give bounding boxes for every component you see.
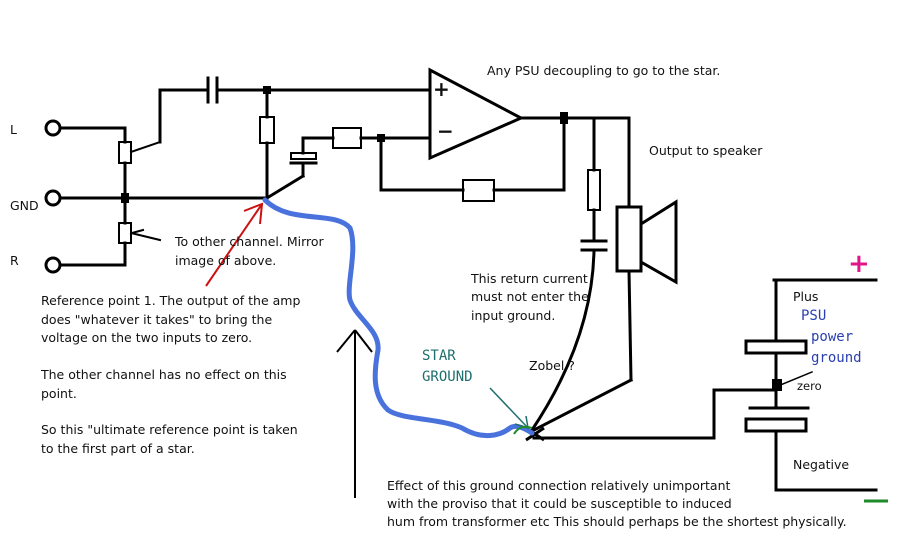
psu-decoupling-note: Any PSU decoupling to go to the star. [487, 63, 721, 78]
return-current-line: input ground. [471, 308, 556, 323]
feedback-resistor [462, 179, 495, 202]
terminal-r-jack [44, 256, 62, 274]
reference-line: point. [41, 386, 77, 401]
zobel-label: Zobel ? [529, 358, 575, 373]
star-ground-label-2: GROUND [422, 369, 473, 385]
terminal-r-label: R [10, 253, 19, 268]
negative-label: Negative [793, 457, 850, 472]
speaker-cone [639, 199, 678, 285]
plus-label: Plus [793, 289, 819, 304]
return-current-line: must not enter the [471, 289, 589, 304]
trim-resistor-r [118, 222, 132, 244]
plus-symbol: + [848, 249, 870, 279]
reference-line: Reference point 1. The output of the amp [41, 293, 301, 308]
other-channel-note-2: image of above. [175, 253, 277, 268]
effect-line: Effect of this ground connection relativ… [387, 478, 731, 493]
other-channel-note-1: To other channel. Mirror [175, 234, 324, 249]
power-label: power [811, 329, 854, 345]
effect-line: hum from transformer etc This should per… [387, 514, 847, 529]
red-arrow [205, 202, 264, 287]
junction-dot [121, 193, 129, 203]
terminal-l-jack [44, 119, 62, 137]
bias-resistor [259, 116, 275, 144]
terminal-gnd-jack [44, 189, 62, 207]
trim-resistor-l [118, 141, 132, 164]
effect-line: with the proviso that it could be suscep… [387, 496, 732, 511]
reference-line: does "whatever it takes" to bring the [41, 312, 273, 327]
reference-line: to the first part of a star. [41, 441, 195, 456]
speaker [615, 205, 643, 273]
op-amp [428, 67, 525, 161]
reference-line: The other channel has no effect on this [41, 367, 287, 382]
feedback-resistor-small [332, 127, 362, 149]
pointer-arrow [336, 329, 373, 498]
terminal-gnd-label: GND [10, 198, 39, 213]
opamp-plus: + [433, 77, 450, 101]
ground-label: ground [811, 350, 862, 366]
reference-line: voltage on the two inputs to zero. [41, 330, 253, 345]
reference-line: So this "ultimate reference point is tak… [41, 422, 298, 437]
psu-cap-top [744, 339, 808, 355]
star-ground-label-1: STAR [422, 348, 456, 364]
opamp-minus: − [437, 119, 454, 143]
input-ground-trace [262, 197, 535, 438]
psu-label: PSU [801, 308, 827, 324]
terminal-l-label: L [10, 122, 17, 137]
return-current-line: This return current [471, 271, 588, 286]
star-ground-arrow [489, 387, 529, 430]
zobel-resistor [587, 169, 601, 211]
zero-label: zero [797, 379, 822, 393]
output-to-speaker-label: Output to speaker [649, 143, 763, 158]
